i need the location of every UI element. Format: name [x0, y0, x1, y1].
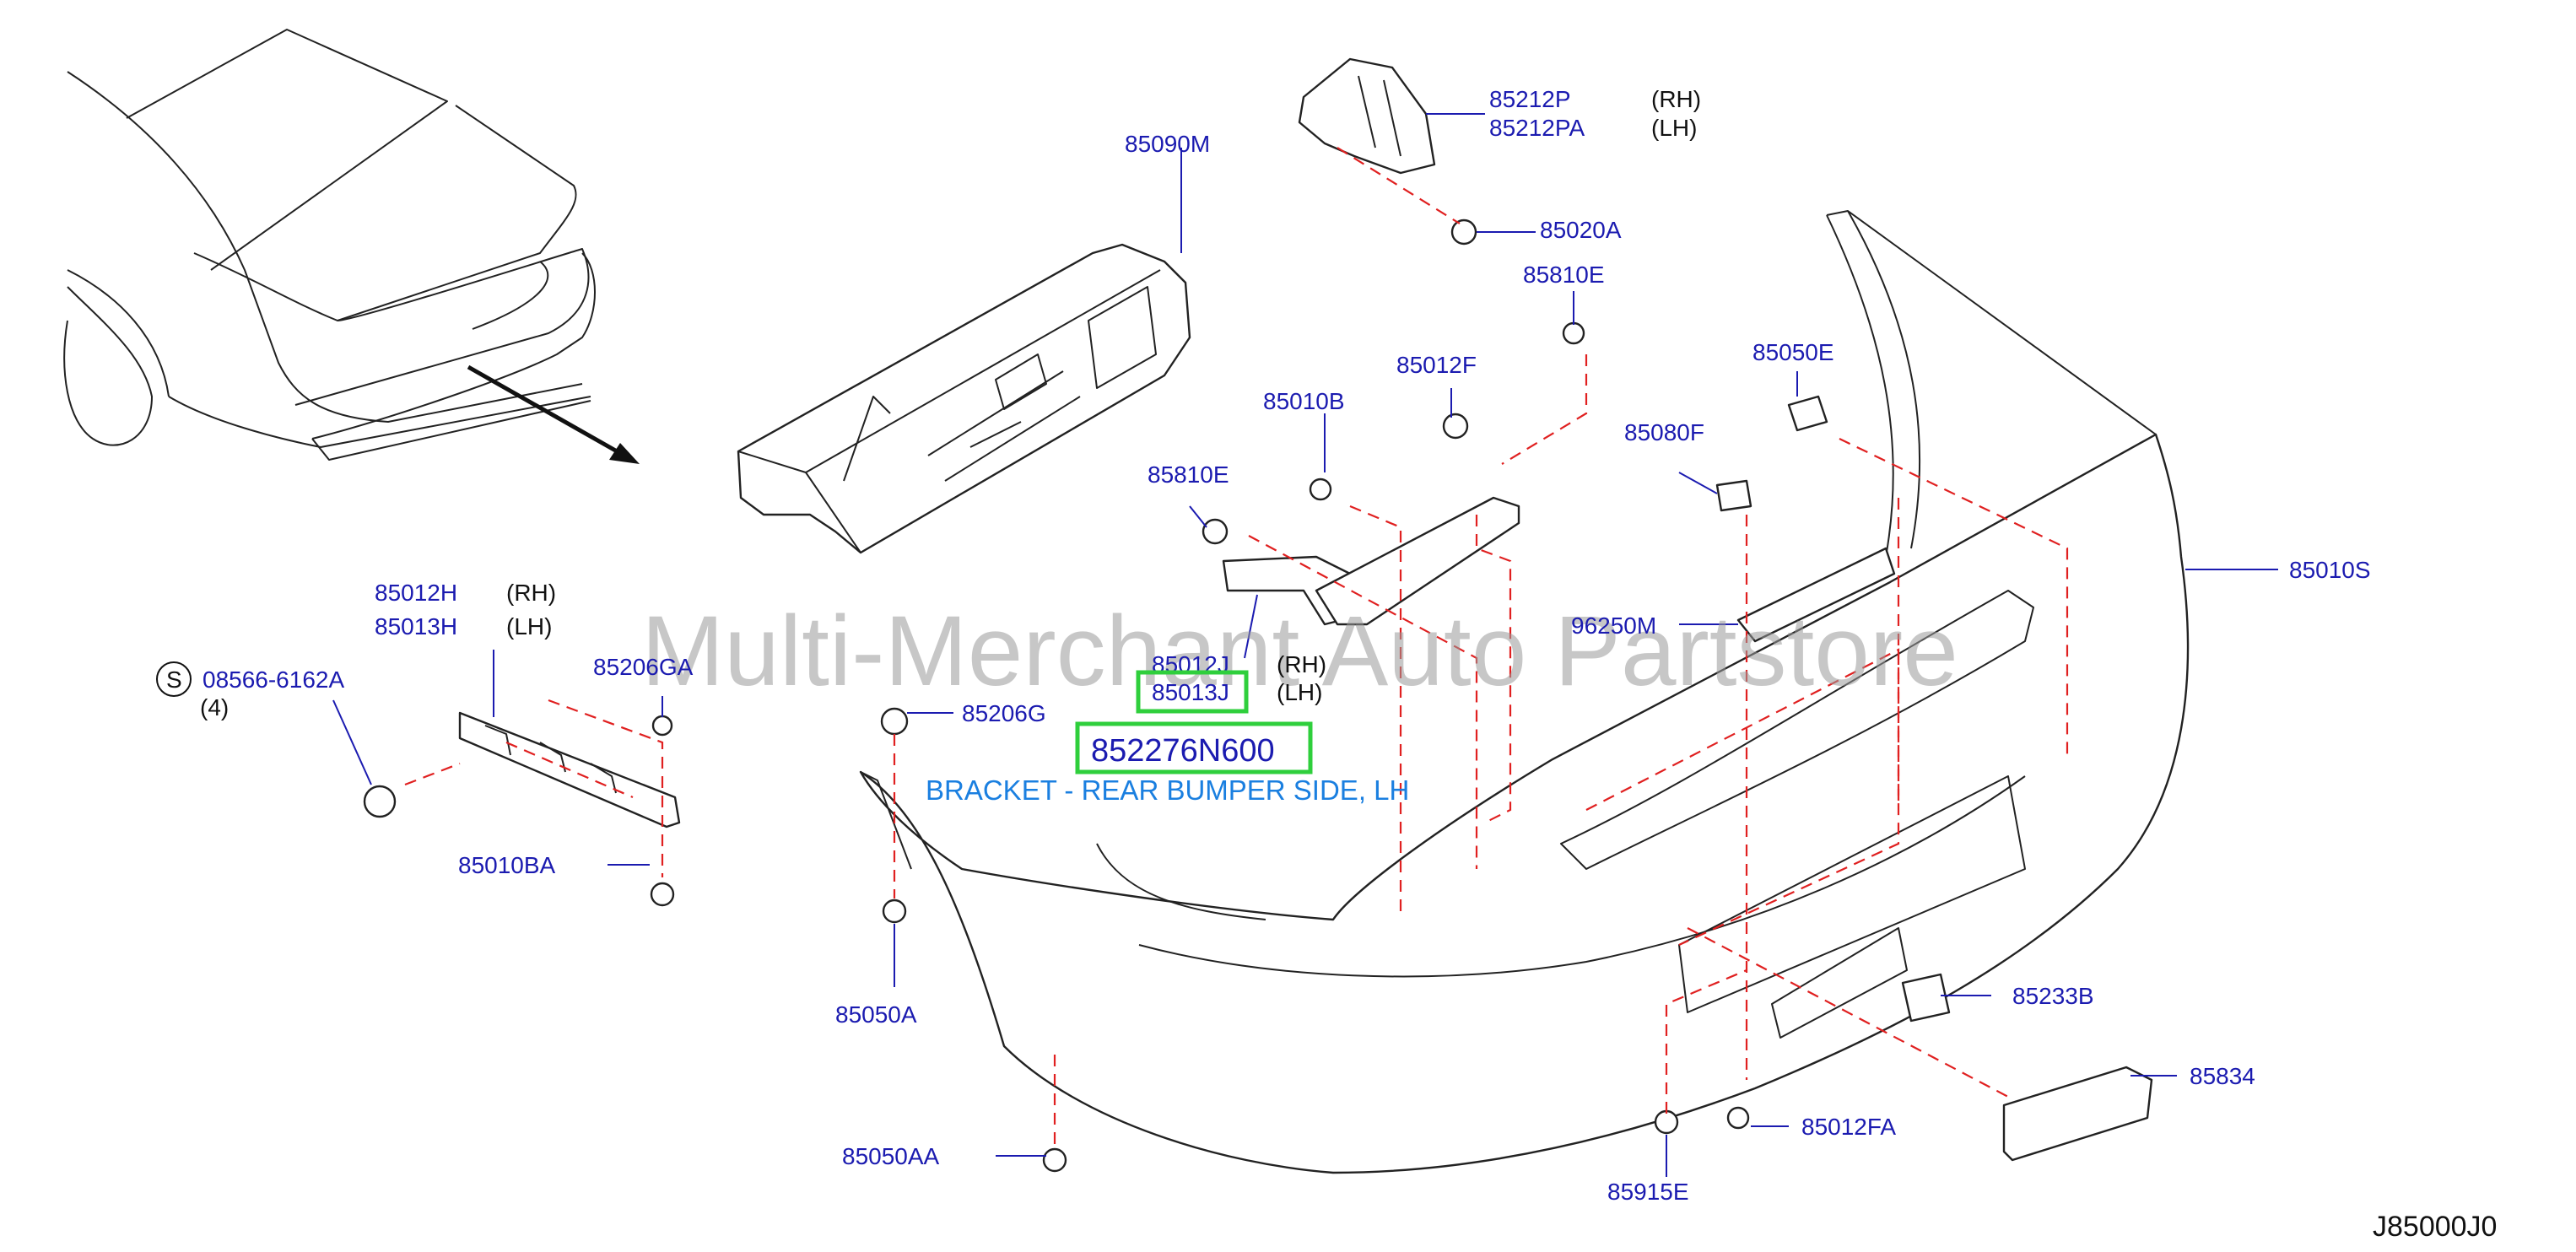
- callout-85050A[interactable]: 85050A: [835, 1001, 917, 1028]
- callout-08566-6162A-qty: (4): [200, 694, 229, 720]
- callout-85810E-lower[interactable]: 85810E: [1148, 461, 1229, 488]
- fasteners-drawing: [363, 219, 1750, 1173]
- callout-85050AA[interactable]: 85050AA: [842, 1143, 940, 1169]
- part-callouts: 85212P (RH) 85212PA (LH) 85090M 85020A 8…: [156, 86, 2371, 1205]
- callout-85012J-side: (RH): [1277, 651, 1326, 677]
- callout-85206GA[interactable]: 85206GA: [593, 654, 694, 680]
- callout-85834[interactable]: 85834: [2190, 1063, 2255, 1089]
- leader-lines: [332, 113, 2278, 1177]
- callout-85212PA[interactable]: 85212PA: [1489, 115, 1585, 141]
- callout-85012F[interactable]: 85012F: [1396, 352, 1477, 378]
- callout-85050E[interactable]: 85050E: [1752, 339, 1834, 365]
- callout-85012H-side: (RH): [506, 580, 556, 606]
- callout-85013H-side: (LH): [506, 613, 552, 639]
- callout-85206G[interactable]: 85206G: [962, 700, 1046, 726]
- cover-85233B-drawing: [1901, 973, 1951, 1023]
- callout-85080F[interactable]: 85080F: [1624, 419, 1704, 445]
- diagram-code: J85000J0: [2373, 1211, 2497, 1243]
- callout-85233B[interactable]: 85233B: [2012, 983, 2094, 1009]
- callout-85090M[interactable]: 85090M: [1125, 131, 1210, 157]
- rear-bumper-fascia-drawing: [859, 210, 2190, 1174]
- callout-85915E[interactable]: 85915E: [1607, 1179, 1689, 1205]
- callout-85010B[interactable]: 85010B: [1263, 388, 1345, 414]
- standard-part-prefix: S: [166, 666, 182, 693]
- standard-part-symbol: [156, 661, 192, 697]
- callout-85212PA-side: (LH): [1651, 115, 1697, 141]
- watermark-text: Multi-Merchant Auto Partstore: [641, 596, 1958, 707]
- callout-96250M[interactable]: 96250M: [1571, 613, 1656, 639]
- callout-85013H[interactable]: 85013H: [375, 613, 457, 639]
- callout-85010BA[interactable]: 85010BA: [458, 852, 556, 878]
- bracket-96250M-drawing: [1736, 547, 1896, 643]
- highlight-box-part-number: [1075, 721, 1313, 774]
- assembly-lines: [404, 147, 2069, 1147]
- retainer-85212P-drawing: [1298, 57, 1436, 175]
- callout-85013J-side: (LH): [1277, 679, 1322, 705]
- callout-85810E-upper[interactable]: 85810E: [1523, 262, 1605, 288]
- callout-85012FA[interactable]: 85012FA: [1801, 1114, 1896, 1140]
- highlighted-part: 852276N600 BRACKET - REAR BUMPER SIDE, L…: [926, 721, 1409, 806]
- cap-85080F-drawing: [1715, 479, 1752, 512]
- car-rear-overview-drawing: [63, 29, 640, 464]
- callout-85010S[interactable]: 85010S: [2289, 557, 2371, 583]
- bumper-absorber-drawing: [737, 243, 1191, 554]
- view-arrow-icon: [609, 443, 640, 464]
- callout-85013J[interactable]: 85013J: [1152, 679, 1229, 705]
- callout-08566-6162A[interactable]: 08566-6162A: [203, 666, 344, 693]
- callout-85212P-side: (RH): [1651, 86, 1701, 112]
- highlighted-part-number[interactable]: 852276N600: [1091, 733, 1275, 769]
- callout-85012H[interactable]: 85012H: [375, 580, 457, 606]
- callout-85212P[interactable]: 85212P: [1489, 86, 1571, 112]
- clip-85050E-drawing: [1787, 395, 1828, 432]
- highlight-box-85013J: [1136, 670, 1249, 714]
- highlighted-part-description: BRACKET - REAR BUMPER SIDE, LH: [926, 774, 1409, 806]
- reflector-85834-drawing: [2002, 1066, 2153, 1162]
- callout-85020A[interactable]: 85020A: [1540, 217, 1622, 243]
